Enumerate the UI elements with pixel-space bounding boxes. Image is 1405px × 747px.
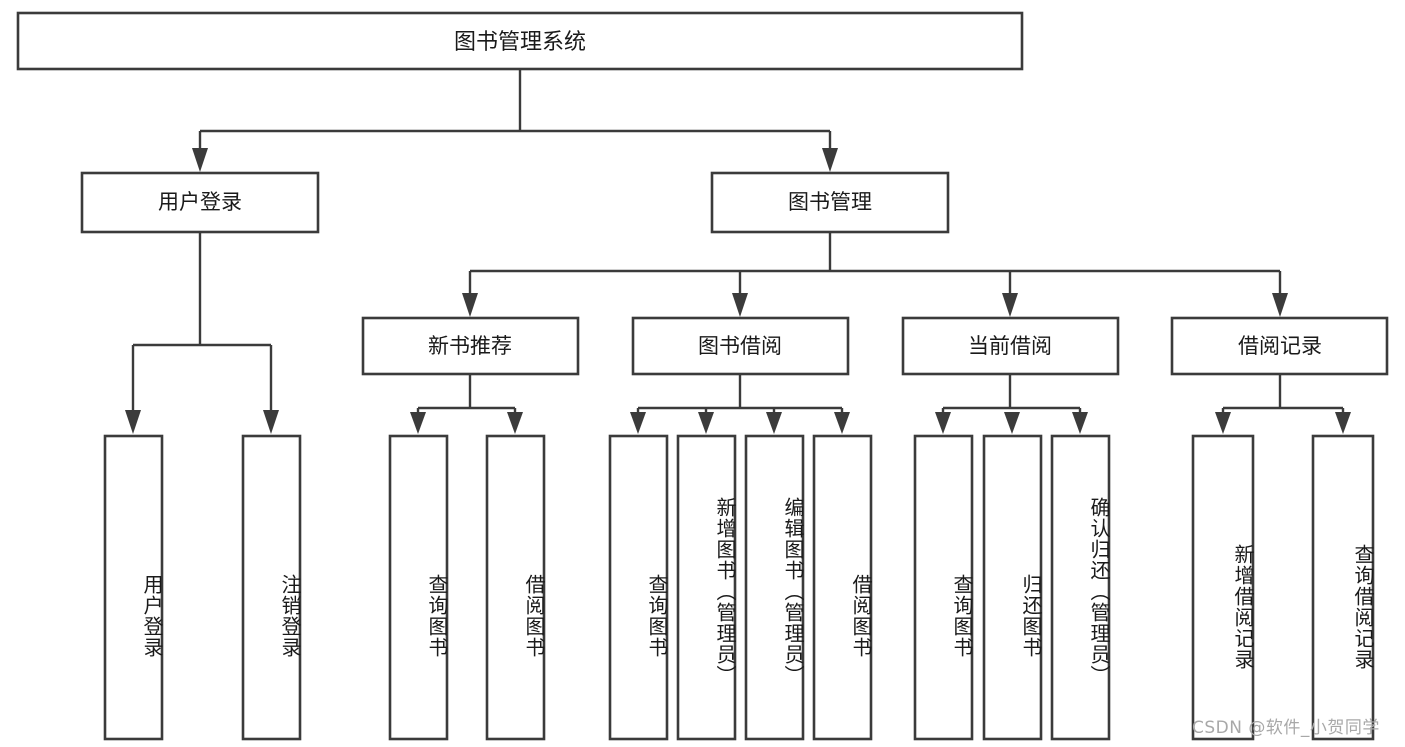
node-current-borrow-label: 当前借阅 xyxy=(968,334,1052,358)
arrow-head-leaf-query-book-bor xyxy=(630,412,646,434)
arrow-head-leaf-logout xyxy=(263,410,279,434)
arrow-head-leaf-query-book-cur xyxy=(935,412,951,434)
leaf-box-user-login[interactable] xyxy=(103,434,164,741)
arrow-head-leaf-query-record xyxy=(1335,412,1351,434)
node-current-borrow-box[interactable] xyxy=(901,316,1120,376)
connector-layer xyxy=(125,69,1351,434)
arrow-head-current-borrow xyxy=(1002,293,1018,317)
arrow-head-leaf-confirm-return xyxy=(1072,412,1088,434)
arrow-head-leaf-user-login xyxy=(125,410,141,434)
node-new-book-recommend-box[interactable] xyxy=(361,316,580,376)
node-user-login-box[interactable] xyxy=(80,171,320,234)
arrow-head-leaf-borrow-book-bor xyxy=(834,412,850,434)
node-book-borrow[interactable]: 图书借阅 xyxy=(631,316,850,376)
leaf-box-edit-book-admin[interactable] xyxy=(744,434,805,741)
node-book-management-label: 图书管理 xyxy=(788,190,872,214)
arrow-head-book-management xyxy=(822,148,838,172)
leaf-box-return-book[interactable] xyxy=(982,434,1043,741)
node-root[interactable]: 图书管理系统 xyxy=(16,11,1024,71)
arrow-head-leaf-query-book-new xyxy=(410,412,426,434)
leaf-box-query-book-new[interactable] xyxy=(388,434,449,741)
node-book-borrow-box[interactable] xyxy=(631,316,850,376)
node-book-management[interactable]: 图书管理 xyxy=(710,171,950,234)
node-user-login[interactable]: 用户登录 xyxy=(80,171,320,234)
node-current-borrow[interactable]: 当前借阅 xyxy=(901,316,1120,376)
arrow-head-book-borrow xyxy=(732,293,748,317)
arrow-head-leaf-return-book xyxy=(1004,412,1020,434)
node-borrow-records-box[interactable] xyxy=(1170,316,1389,376)
leaf-box-query-book-cur[interactable] xyxy=(913,434,974,741)
arrow-head-leaf-borrow-book-new xyxy=(507,412,523,434)
arrow-head-leaf-add-book-admin xyxy=(698,412,714,434)
leaf-box-add-record[interactable] xyxy=(1191,434,1255,741)
leaf-box-borrow-book-bor[interactable] xyxy=(812,434,873,741)
arrow-head-leaf-edit-book-admin xyxy=(766,412,782,434)
csdn-watermark: CSDN @软件_小贺同学 xyxy=(1192,718,1380,738)
node-root-box[interactable] xyxy=(16,11,1024,71)
leaf-box-logout[interactable] xyxy=(241,434,302,741)
leaf-box-add-book-admin[interactable] xyxy=(676,434,737,741)
leaf-box-confirm-return[interactable] xyxy=(1050,434,1111,741)
node-new-book-recommend[interactable]: 新书推荐 xyxy=(361,316,580,376)
arrow-head-leaf-add-record xyxy=(1215,412,1231,434)
leaf-layer xyxy=(103,434,1375,741)
node-user-login-label: 用户登录 xyxy=(158,190,242,214)
arrow-head-new-book-recommend xyxy=(462,293,478,317)
node-borrow-records-label: 借阅记录 xyxy=(1238,334,1322,358)
arrow-head-borrow-records xyxy=(1272,293,1288,317)
leaf-box-query-record[interactable] xyxy=(1311,434,1375,741)
node-new-book-recommend-label: 新书推荐 xyxy=(428,334,512,358)
node-book-management-box[interactable] xyxy=(710,171,950,234)
node-book-borrow-label: 图书借阅 xyxy=(698,334,782,358)
leaf-box-query-book-bor[interactable] xyxy=(608,434,669,741)
node-borrow-records[interactable]: 借阅记录 xyxy=(1170,316,1389,376)
arrow-head-user-login xyxy=(192,148,208,172)
node-root-label: 图书管理系统 xyxy=(454,30,586,55)
leaf-box-borrow-book-new[interactable] xyxy=(485,434,546,741)
